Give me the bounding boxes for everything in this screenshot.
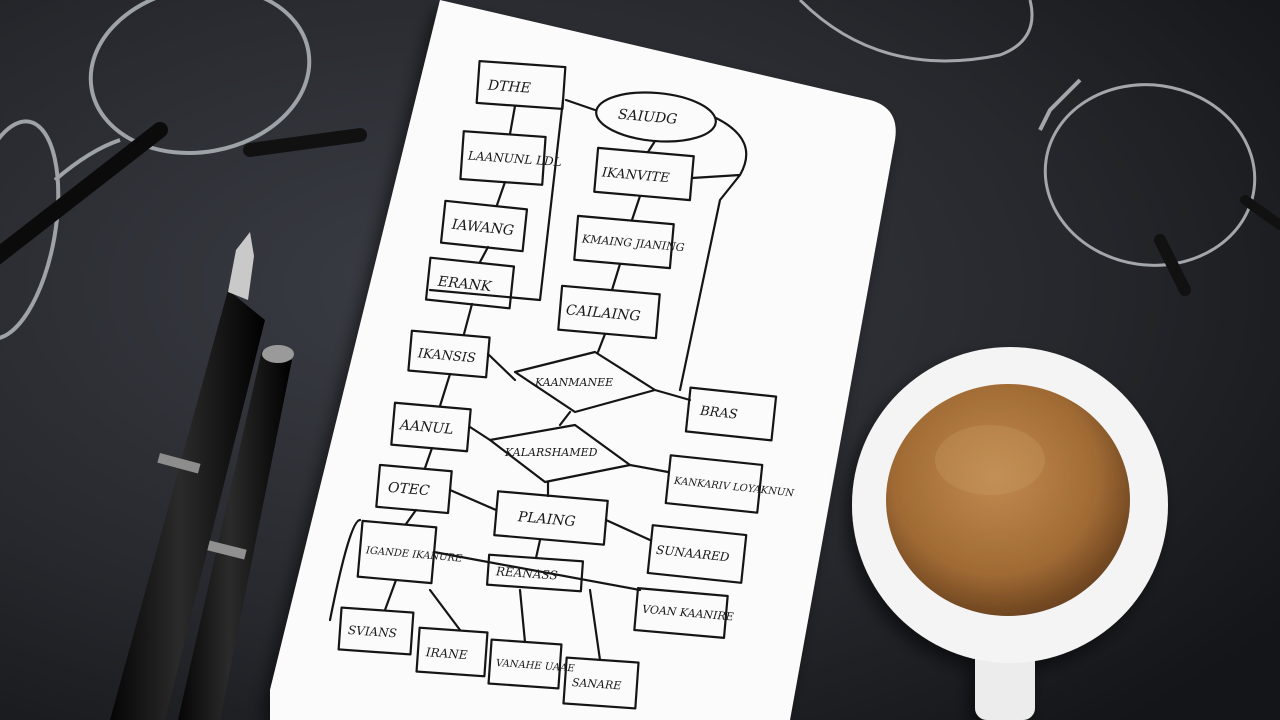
flowchart-labels: DTHE SAIUDG LAANUNL LDL IKANVITE IAWANG … bbox=[348, 78, 796, 693]
scribble-24: SANARE bbox=[572, 676, 622, 692]
scribble-13: KALARSHAMED bbox=[504, 446, 598, 459]
scribble-21: SVIANS bbox=[348, 623, 398, 640]
scribble-5: IAWANG bbox=[450, 217, 515, 240]
flowchart-drawing bbox=[328, 59, 778, 710]
scribble-2: SAIUDG bbox=[617, 107, 678, 128]
scribble-18: REANASS bbox=[495, 564, 559, 582]
scribble-1: DTHE bbox=[486, 78, 531, 97]
ballpoint-pen bbox=[178, 345, 294, 720]
scribble-7: ERANK bbox=[436, 274, 493, 296]
eyeglasses-left bbox=[0, 0, 367, 341]
eyeglasses-right bbox=[798, 0, 1280, 296]
notebook-page bbox=[270, 0, 896, 720]
scribble-4: IKANVITE bbox=[600, 165, 670, 186]
scribble-12: AANUL bbox=[397, 417, 454, 438]
scribble-11: BRAS bbox=[698, 404, 738, 423]
scribble-16: PLAING bbox=[516, 509, 576, 530]
scribble-22: IRANE bbox=[424, 645, 468, 662]
fountain-pen bbox=[110, 232, 265, 720]
coffee-cup bbox=[852, 347, 1168, 720]
scribble-9: IKANSIS bbox=[416, 346, 476, 366]
scribble-3: LAANUNL LDL bbox=[467, 149, 563, 170]
scribble-8: CAILAING bbox=[565, 302, 641, 324]
scribble-10: KAANMANEE bbox=[534, 376, 613, 389]
scribble-15: OTEC bbox=[387, 480, 430, 500]
